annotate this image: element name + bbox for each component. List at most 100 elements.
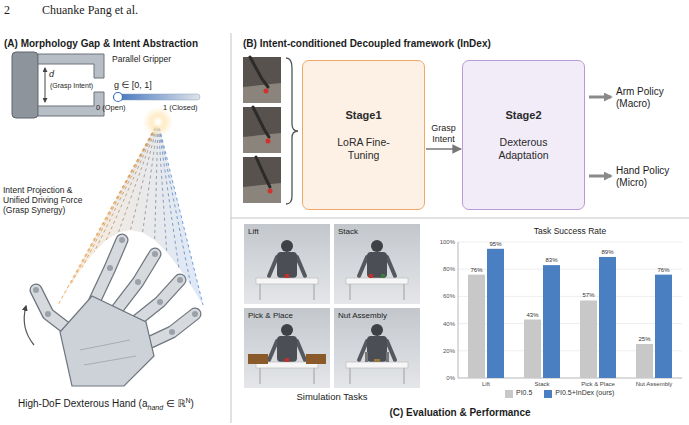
bar bbox=[636, 344, 653, 378]
projection-cone bbox=[58, 122, 203, 305]
projection-ray bbox=[143, 122, 158, 233]
intent-slider bbox=[114, 94, 200, 100]
finger-joint bbox=[33, 287, 39, 293]
label: Intent Projection & Unified Driving Forc… bbox=[3, 186, 95, 215]
label: Arm Policy (Macro) bbox=[616, 86, 678, 109]
finger-joint bbox=[169, 329, 175, 335]
bar-value: 95% bbox=[489, 241, 501, 248]
robot-head bbox=[371, 240, 383, 252]
legend-swatch bbox=[544, 390, 552, 398]
label: Chuanke Pang et al. bbox=[42, 4, 138, 18]
bar-value: 76% bbox=[470, 267, 482, 274]
stage-box: Stage2Dexterous Adaptation bbox=[462, 60, 585, 210]
label: 0 (Open) bbox=[96, 104, 126, 113]
panel-divider bbox=[231, 218, 689, 219]
label: (C) Evaluation & Performance bbox=[389, 407, 530, 419]
intent-point bbox=[155, 119, 161, 125]
peg bbox=[386, 352, 389, 362]
demo-frame bbox=[243, 157, 281, 203]
label: (B) Intent-conditioned Decoupled framewo… bbox=[243, 38, 491, 50]
axis-tick: 80% bbox=[443, 266, 455, 273]
tray bbox=[306, 354, 326, 364]
dimension-arrow bbox=[45, 68, 46, 102]
image-label: Pick & Place bbox=[248, 311, 293, 320]
sim-bg bbox=[334, 224, 420, 304]
table-leg bbox=[350, 284, 404, 300]
stage-box: Stage1LoRA Fine-Tuning bbox=[302, 60, 425, 210]
axis-tick: 0% bbox=[446, 375, 455, 382]
robot-torso bbox=[367, 252, 387, 278]
robot-torso bbox=[367, 336, 387, 362]
caption-part: High-DoF Dexterous Hand (a bbox=[18, 398, 148, 409]
legend-text: PI0.5 bbox=[516, 389, 532, 397]
cube bbox=[285, 274, 289, 278]
bar-value: 43% bbox=[526, 312, 538, 319]
finger-joint bbox=[192, 311, 198, 317]
nut bbox=[374, 359, 380, 362]
cube bbox=[369, 274, 373, 278]
projection-ray bbox=[118, 122, 158, 233]
bar bbox=[468, 275, 485, 378]
bar bbox=[599, 257, 616, 378]
frame-arm bbox=[250, 57, 268, 87]
slider-handle bbox=[114, 93, 123, 102]
label: (A) Morphology Gap & Intent Abstraction bbox=[4, 38, 198, 50]
label: 1 (Closed) bbox=[163, 104, 198, 113]
gripper-jaw bbox=[38, 54, 104, 78]
caption-part: ∈ ℝ bbox=[166, 398, 185, 409]
gripper-jaw bbox=[38, 92, 104, 116]
frame-table bbox=[243, 183, 281, 203]
node-body: LoRA Fine-Tuning bbox=[328, 136, 400, 161]
output-arrow bbox=[589, 96, 611, 99]
label: Parallel Gripper bbox=[112, 55, 171, 65]
sim-bg bbox=[244, 308, 330, 388]
table-leg bbox=[260, 284, 314, 300]
image-label: Stack bbox=[338, 227, 358, 236]
object bbox=[285, 358, 289, 362]
output-arrow bbox=[589, 175, 611, 178]
label: Hand Policy (Micro) bbox=[616, 165, 678, 188]
finger-joint bbox=[45, 311, 51, 317]
projection-ray bbox=[131, 122, 159, 230]
bar-value: 57% bbox=[582, 292, 594, 299]
bar-value: 89% bbox=[601, 249, 613, 256]
frame-arm bbox=[256, 157, 270, 187]
table bbox=[256, 278, 318, 284]
finger-joint bbox=[119, 237, 125, 243]
frame-bg bbox=[243, 157, 281, 203]
sim-image bbox=[244, 308, 330, 388]
finger-outline bbox=[95, 240, 122, 300]
hand-caption: High-DoF Dexterous Hand (ahand∈ ℝN) bbox=[18, 397, 194, 413]
legend-swatch bbox=[505, 390, 513, 398]
bar-value: 25% bbox=[638, 336, 650, 343]
bracket bbox=[286, 58, 298, 204]
label: Task Success Rate bbox=[534, 227, 606, 237]
caption-part: N bbox=[186, 397, 191, 404]
bar bbox=[655, 275, 672, 378]
frame-object bbox=[266, 139, 271, 144]
axis-tick: 20% bbox=[443, 347, 455, 354]
axis-tick: 100% bbox=[440, 239, 455, 246]
finger bbox=[95, 240, 122, 300]
frame-object bbox=[268, 189, 273, 194]
gripper-body bbox=[12, 52, 38, 118]
bar-value: 83% bbox=[545, 257, 557, 264]
axis-label: Nut Assembly bbox=[636, 381, 673, 388]
label: Simulation Tasks bbox=[296, 392, 367, 403]
palm bbox=[60, 296, 154, 386]
sim-image bbox=[244, 224, 330, 304]
legend-text: PI0.5+InDex (ours) bbox=[555, 389, 614, 397]
table bbox=[346, 278, 408, 284]
axis-tick: 40% bbox=[443, 320, 455, 327]
peg bbox=[365, 352, 368, 362]
axis-label: Lift bbox=[482, 381, 490, 388]
robot-torso bbox=[277, 252, 297, 278]
projection-ray bbox=[106, 122, 158, 240]
caption-part: hand bbox=[148, 404, 164, 411]
axis-label: Stack bbox=[534, 381, 549, 388]
image-label: Lift bbox=[248, 227, 259, 236]
robot-head bbox=[281, 240, 293, 252]
node-body: Dexterous Adaptation bbox=[482, 136, 566, 161]
bar bbox=[543, 265, 560, 378]
